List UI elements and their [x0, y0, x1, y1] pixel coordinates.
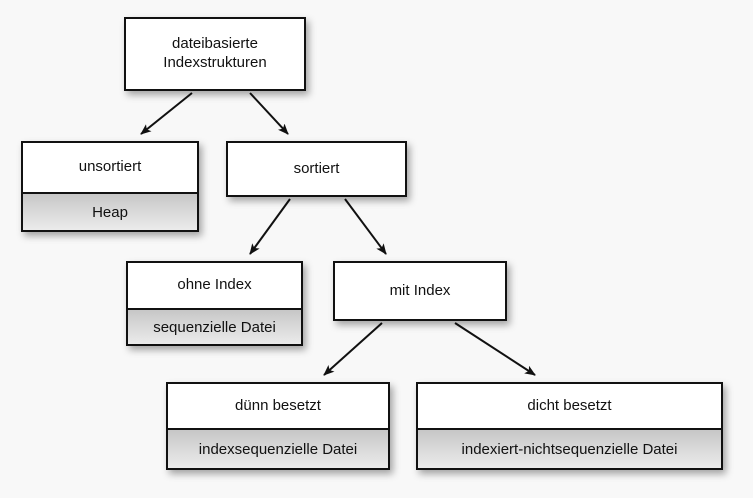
edge-mit-index-duenn-besetzt: [323, 322, 383, 376]
node-title: dicht besetzt: [418, 384, 721, 428]
edge-sortiert-mit-index: [344, 198, 387, 255]
node-title: sortiert: [228, 143, 405, 195]
node-sortiert[interactable]: sortiert: [226, 141, 407, 197]
node-ohne-index[interactable]: ohne Index sequenzielle Datei: [126, 261, 303, 346]
node-unsortiert[interactable]: unsortiert Heap: [21, 141, 199, 232]
edge-mit-index-dicht-besetzt: [454, 322, 536, 376]
node-subtitle: Heap: [23, 192, 197, 230]
node-title: ohne Index: [128, 263, 301, 308]
node-subtitle: indexiert-nichtsequenzielle Datei: [418, 428, 721, 468]
node-title: mit Index: [335, 263, 505, 319]
edge-sortiert-ohne-index: [249, 198, 291, 255]
edge-root-unsortiert: [140, 92, 193, 135]
node-title: unsortiert: [23, 143, 197, 192]
node-title: dünn besetzt: [168, 384, 388, 428]
node-subtitle: indexsequenzielle Datei: [168, 428, 388, 468]
node-mit-index[interactable]: mit Index: [333, 261, 507, 321]
node-duenn-besetzt[interactable]: dünn besetzt indexsequenzielle Datei: [166, 382, 390, 470]
node-title: dateibasierte Indexstrukturen: [126, 19, 304, 89]
node-dateibasierte-indexstrukturen[interactable]: dateibasierte Indexstrukturen: [124, 17, 306, 91]
node-dicht-besetzt[interactable]: dicht besetzt indexiert-nichtsequenziell…: [416, 382, 723, 470]
node-subtitle: sequenzielle Datei: [128, 308, 301, 344]
edge-root-sortiert: [249, 92, 289, 135]
